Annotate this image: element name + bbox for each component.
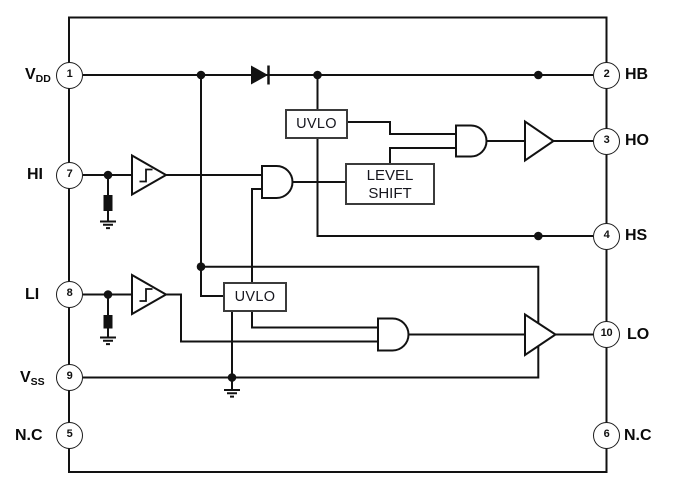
ground-icon bbox=[100, 336, 116, 346]
junction-dot-icon bbox=[534, 70, 543, 80]
pin-label-hb: HB bbox=[625, 66, 649, 83]
wire-li-out bbox=[166, 293, 378, 343]
pin-circle-lo: 10 bbox=[593, 321, 620, 348]
pin-number: 4 bbox=[603, 228, 610, 241]
pin-number: 2 bbox=[603, 67, 610, 80]
uvlo-low-block: UVLO bbox=[223, 282, 287, 312]
pin-label-nc5: N.C bbox=[15, 426, 43, 444]
diode-icon bbox=[251, 65, 270, 85]
pin-circle-nc6: 6 bbox=[593, 422, 620, 449]
pin-number: 7 bbox=[66, 167, 73, 180]
pin-number: 3 bbox=[603, 133, 610, 146]
level-shift-label-line2: SHIFT bbox=[368, 185, 412, 202]
level-shift-block: LEVEL SHIFT bbox=[345, 162, 435, 205]
wire-and1-in2 bbox=[251, 188, 262, 282]
junction-dot-icon bbox=[227, 373, 237, 382]
wire-vdd-branch bbox=[200, 75, 223, 297]
pin-circle-hs: 4 bbox=[593, 222, 620, 250]
schmitt-trigger-icon bbox=[131, 153, 169, 197]
junction-dot-icon bbox=[103, 290, 113, 299]
pin-label-vss: VSS bbox=[20, 368, 45, 388]
wire-uvlo-low-out bbox=[251, 312, 378, 329]
uvlo-high-label: UVLO bbox=[296, 116, 337, 132]
ground-icon bbox=[100, 220, 116, 230]
pin-circle-vss: 9 bbox=[56, 364, 83, 391]
wire-levelshift-out bbox=[389, 147, 456, 163]
pulldown-resistor-icon bbox=[103, 195, 113, 211]
pin-label-nc6: N.C bbox=[624, 426, 652, 444]
driver-buffer-icon bbox=[524, 312, 558, 357]
pin-circle-hb: 2 bbox=[593, 61, 620, 89]
uvlo-high-block: UVLO bbox=[285, 109, 348, 139]
wire-lowdriver-rails bbox=[83, 265, 540, 379]
and-gate-icon bbox=[261, 165, 294, 199]
junction-dot-icon bbox=[103, 170, 113, 180]
pin-number: 1 bbox=[66, 67, 73, 80]
wire-uvlo-high-out bbox=[348, 121, 456, 135]
pin-label-hs: HS bbox=[625, 227, 648, 244]
ground-icon bbox=[224, 389, 240, 398]
pin-circle-li: 8 bbox=[56, 281, 83, 308]
pin-label-ho: HO bbox=[625, 132, 649, 149]
and-gate-icon bbox=[455, 124, 488, 158]
pin-circle-ho: 3 bbox=[593, 127, 620, 155]
pin-circle-nc5: 5 bbox=[56, 422, 83, 449]
pin-label-vdd: VDD bbox=[25, 66, 51, 85]
wire-uvlo-high-hs bbox=[316, 138, 593, 237]
junction-dot-icon bbox=[534, 231, 543, 241]
junction-dot-icon bbox=[196, 262, 206, 272]
level-shift-label-line1: LEVEL bbox=[366, 166, 414, 184]
pin-number: 9 bbox=[66, 370, 73, 382]
ic-boundary bbox=[68, 16, 608, 473]
junction-dots bbox=[103, 70, 543, 382]
pin-number: 5 bbox=[66, 428, 73, 440]
schmitt-trigger-icon bbox=[131, 273, 169, 316]
pin-label-li: LI bbox=[25, 285, 40, 303]
and-gate-icon bbox=[377, 317, 410, 352]
pin-label-lo: LO bbox=[627, 325, 650, 343]
pin-circle-hi: 7 bbox=[56, 161, 83, 189]
junction-dot-icon bbox=[313, 70, 322, 80]
pin-label-hi: HI bbox=[27, 166, 43, 183]
pin-number: 10 bbox=[600, 327, 613, 339]
pin-circle-vdd: 1 bbox=[56, 61, 83, 89]
uvlo-low-label: UVLO bbox=[234, 289, 276, 305]
pulldown-resistor-icon bbox=[103, 315, 113, 329]
pin-number: 6 bbox=[603, 428, 610, 440]
junction-dot-icon bbox=[196, 70, 206, 80]
driver-buffer-icon bbox=[524, 119, 556, 163]
pin-number: 8 bbox=[66, 287, 73, 299]
